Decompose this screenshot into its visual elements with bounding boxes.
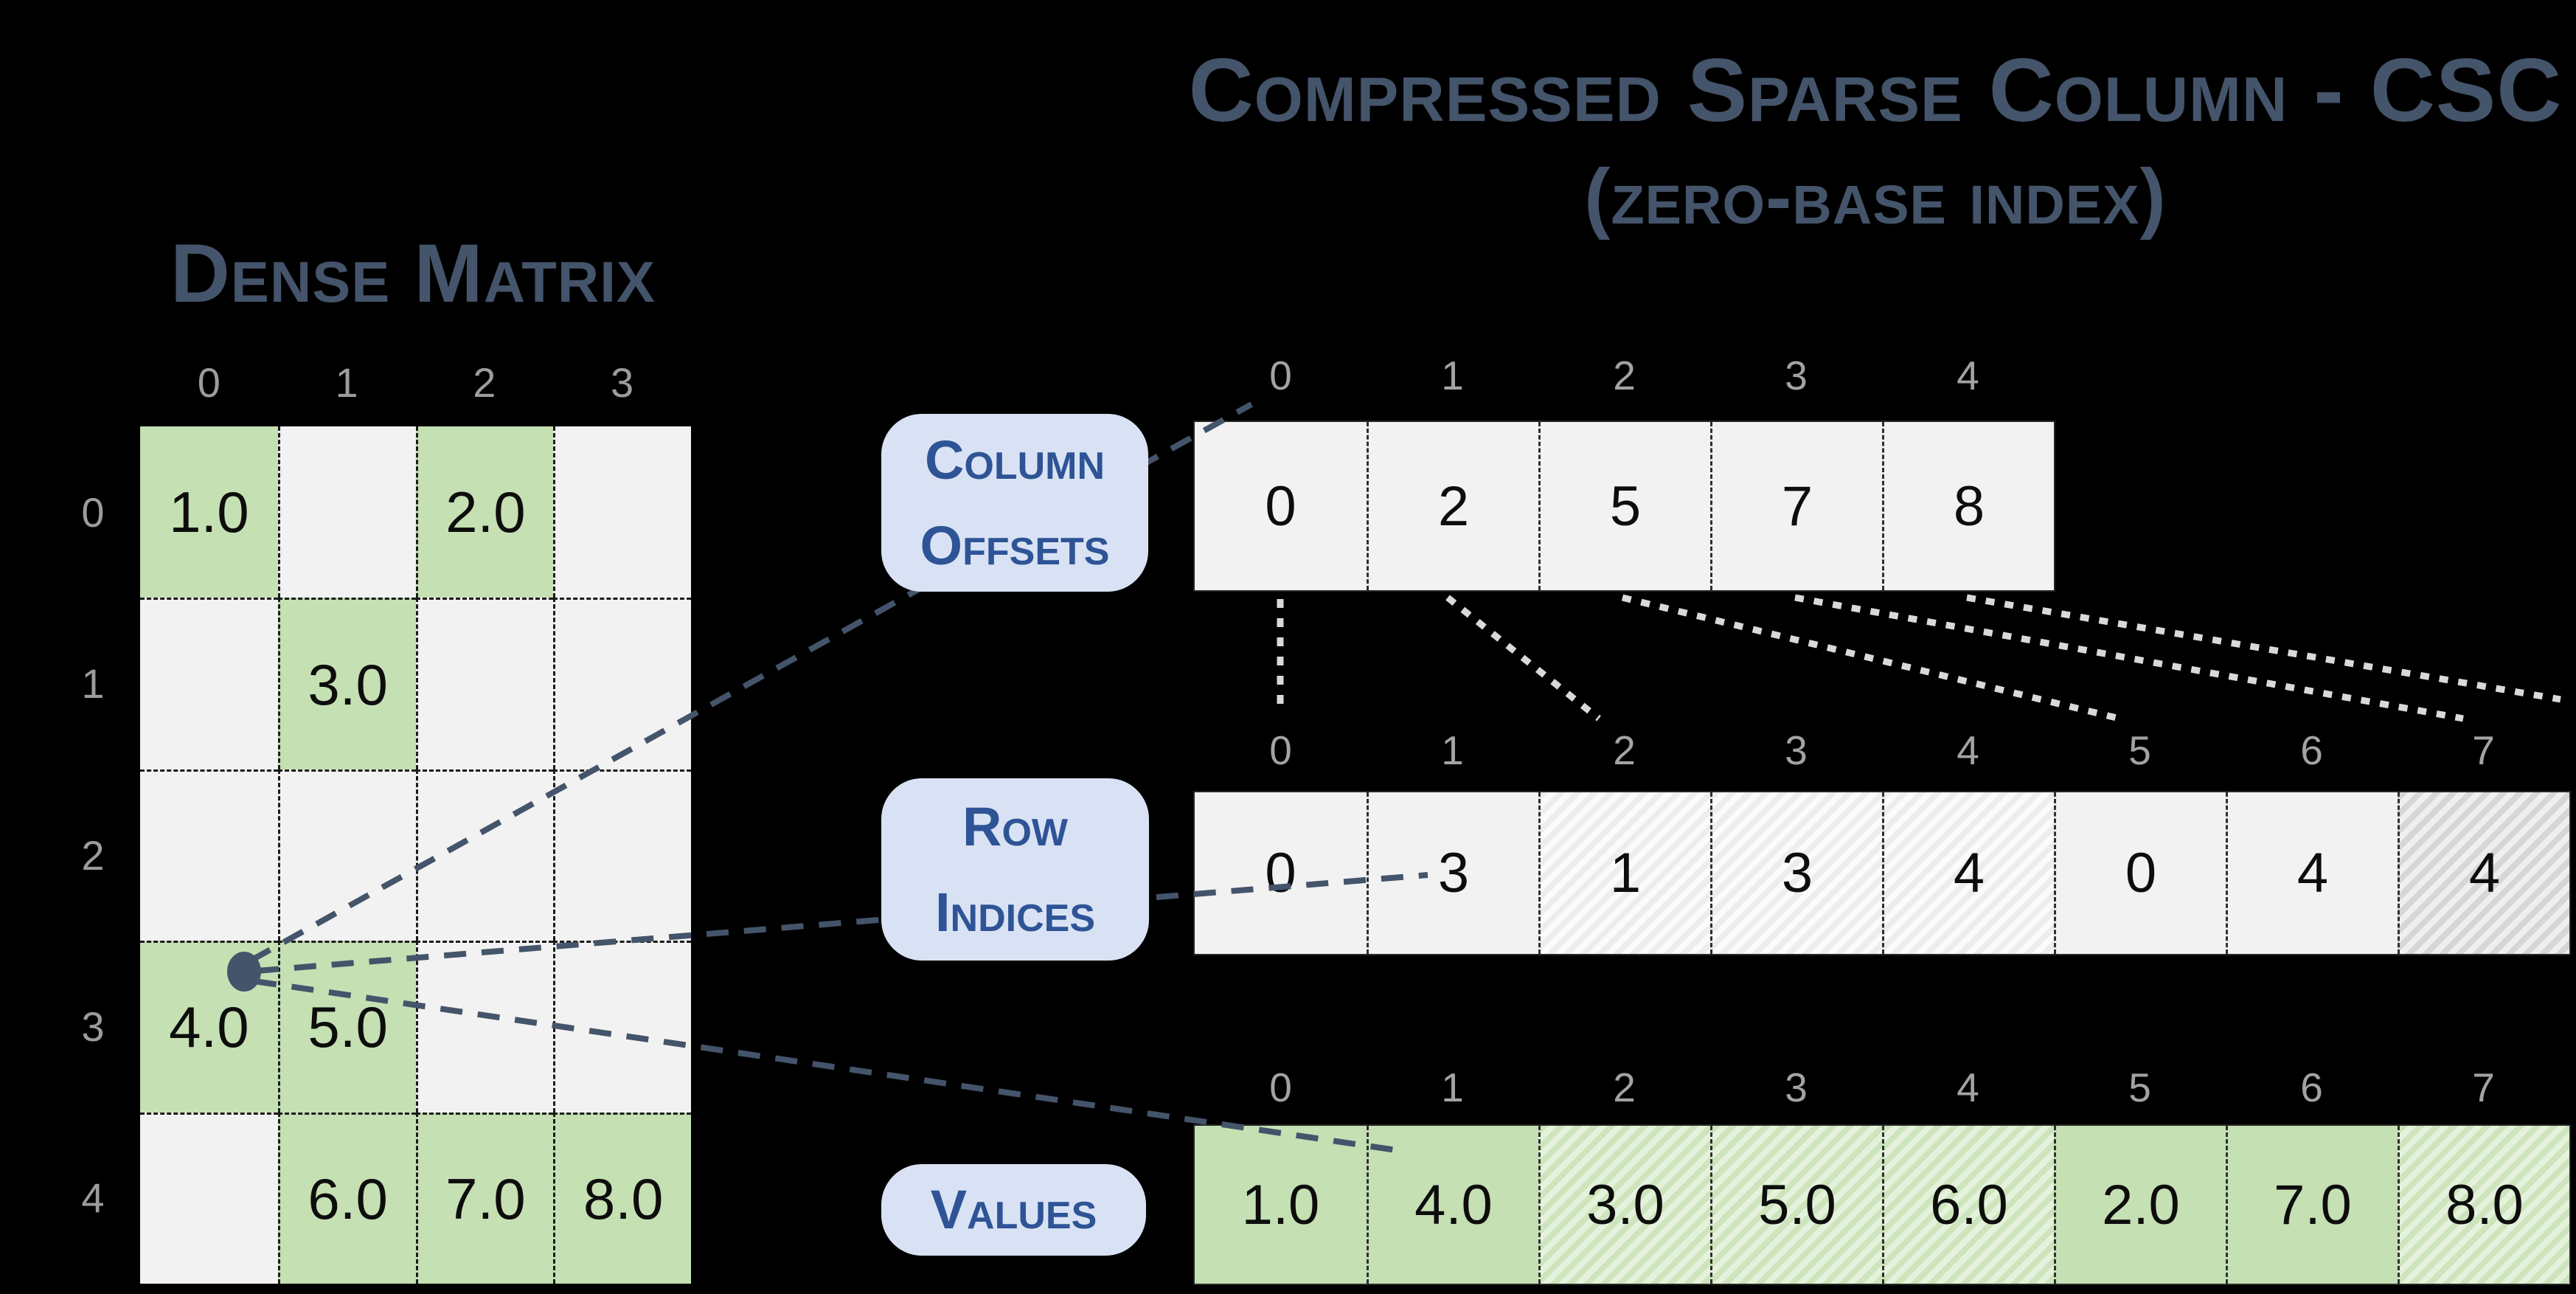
values-index-label-0: 0 [1269, 1065, 1292, 1110]
rowidx-cell-3: 3 [1710, 792, 1882, 954]
matrix-cell-r4c1: 6.0 [277, 1112, 416, 1284]
row-indices-label-line2: Indices [934, 881, 1096, 943]
matrix-cell-r2c0 [140, 769, 278, 941]
offsets-index-label-3: 3 [1785, 353, 1808, 398]
values-cell-7: 8.0 [2398, 1126, 2569, 1284]
rowidx-cell-2: 1 [1538, 792, 1710, 954]
values-index-label-1: 1 [1441, 1065, 1464, 1110]
offset-connector-8 [1966, 594, 2561, 703]
values-label-line1: Values [930, 1179, 1097, 1241]
row-indices-label: Row Indices [881, 778, 1149, 961]
matrix-cell-r1c1: 3.0 [277, 598, 416, 769]
rowidx-index-label-3: 3 [1785, 727, 1808, 773]
matrix-col-label-2: 2 [473, 359, 496, 406]
rowidx-cell-5: 0 [2054, 792, 2226, 954]
rowidx-cell-1: 3 [1367, 792, 1538, 954]
matrix-cell-r3c2 [415, 941, 554, 1113]
offsets-cell-3: 7 [1710, 422, 1882, 590]
matrix-cell-r1c3 [553, 598, 691, 769]
csc-title: Compressed Sparse Column - CSC (zero-bas… [1187, 43, 2563, 238]
offsets-cell-2: 5 [1538, 422, 1710, 590]
values-cell-4: 6.0 [1882, 1126, 2054, 1284]
column-offsets-label: Column Offsets [881, 414, 1148, 592]
matrix-cell-r2c1 [277, 769, 416, 941]
rowidx-index-label-1: 1 [1441, 727, 1464, 773]
rowidx-index-label-0: 0 [1269, 727, 1292, 773]
matrix-cell-r0c1 [277, 426, 416, 598]
values-index-label-4: 4 [1957, 1065, 1979, 1110]
matrix-col-label-1: 1 [335, 359, 358, 406]
values-index-label-3: 3 [1785, 1065, 1808, 1110]
values-cell-2: 3.0 [1538, 1126, 1710, 1284]
rowidx-index-label-6: 6 [2300, 727, 2323, 773]
csc-title-line2: (zero-base index) [1584, 153, 2167, 241]
matrix-cell-r1c0 [140, 598, 278, 769]
matrix-cell-r1c2 [415, 598, 554, 769]
matrix-row-label-2: 2 [81, 831, 105, 879]
values-cell-1: 4.0 [1367, 1126, 1538, 1284]
values-cell-5: 2.0 [2054, 1126, 2226, 1284]
values-cell-3: 5.0 [1710, 1126, 1882, 1284]
offset-connector-7 [1794, 594, 2464, 722]
column-offsets-label-line2: Offsets [920, 514, 1110, 576]
rowidx-index-label-4: 4 [1957, 727, 1979, 773]
rowidx-index-label-2: 2 [1613, 727, 1636, 773]
matrix-column-labels: 0 1 2 3 [140, 359, 691, 407]
values-indices: 0 1 2 3 4 5 6 7 [1195, 1063, 2569, 1112]
offsets-cell-1: 2 [1367, 422, 1538, 590]
values-index-label-7: 7 [2472, 1065, 2495, 1110]
offsets-cell-0: 0 [1195, 422, 1367, 590]
values-index-label-5: 5 [2128, 1065, 2151, 1110]
pointer-line-to-row-indices [256, 872, 1428, 974]
offsets-index-label-1: 1 [1441, 353, 1464, 398]
offset-connector-5 [1621, 594, 2121, 722]
matrix-row-label-4: 4 [81, 1174, 105, 1222]
offset-connector-2 [1445, 595, 1601, 722]
values-index-label-2: 2 [1613, 1065, 1636, 1110]
dense-matrix-title: Dense Matrix [170, 227, 656, 319]
matrix-cell-r0c3 [553, 426, 691, 598]
offsets-index-label-0: 0 [1269, 353, 1292, 398]
matrix-row-label-3: 3 [81, 1003, 105, 1050]
rowidx-index-label-5: 5 [2128, 727, 2151, 773]
matrix-row-label-0: 0 [81, 488, 105, 536]
matrix-element-dot [227, 952, 261, 992]
values-cell-0: 1.0 [1195, 1126, 1367, 1284]
rowidx-cell-6: 4 [2226, 792, 2398, 954]
offsets-cell-4: 8 [1882, 422, 2054, 590]
row-indices-label-line1: Row [962, 796, 1068, 858]
values-index-label-6: 6 [2300, 1065, 2323, 1110]
rowidx-cell-0: 0 [1195, 792, 1367, 954]
matrix-cell-r4c3: 8.0 [553, 1112, 691, 1284]
matrix-cell-r2c2 [415, 769, 554, 941]
csc-title-line1: Compressed Sparse Column - CSC [1188, 40, 2563, 140]
matrix-row-label-1: 1 [81, 660, 105, 707]
rowidx-cell-4: 4 [1882, 792, 2054, 954]
matrix-cell-r3c3 [553, 941, 691, 1113]
rowidx-index-label-7: 7 [2472, 727, 2495, 773]
matrix-cell-r4c0 [140, 1112, 278, 1284]
matrix-cell-r0c2: 2.0 [415, 426, 554, 598]
matrix-row-labels: 0 1 2 3 4 [63, 426, 122, 1284]
offsets-index-label-2: 2 [1613, 353, 1636, 398]
matrix-cell-r2c3 [553, 769, 691, 941]
matrix-cell-r4c2: 7.0 [415, 1112, 554, 1284]
matrix-col-label-3: 3 [611, 359, 634, 406]
matrix-cell-r0c0: 1.0 [140, 426, 278, 598]
row-indices-indices: 0 1 2 3 4 5 6 7 [1195, 726, 2569, 775]
pointer-line-to-values [254, 978, 1402, 1154]
offsets-index-label-4: 4 [1957, 353, 1979, 398]
column-offsets-indices: 0 1 2 3 4 [1195, 351, 2054, 400]
matrix-col-label-0: 0 [197, 359, 221, 406]
values-cell-6: 7.0 [2226, 1126, 2398, 1284]
column-offsets-label-line1: Column [924, 429, 1105, 491]
values-label: Values [881, 1164, 1146, 1256]
rowidx-cell-7: 4 [2398, 792, 2569, 954]
